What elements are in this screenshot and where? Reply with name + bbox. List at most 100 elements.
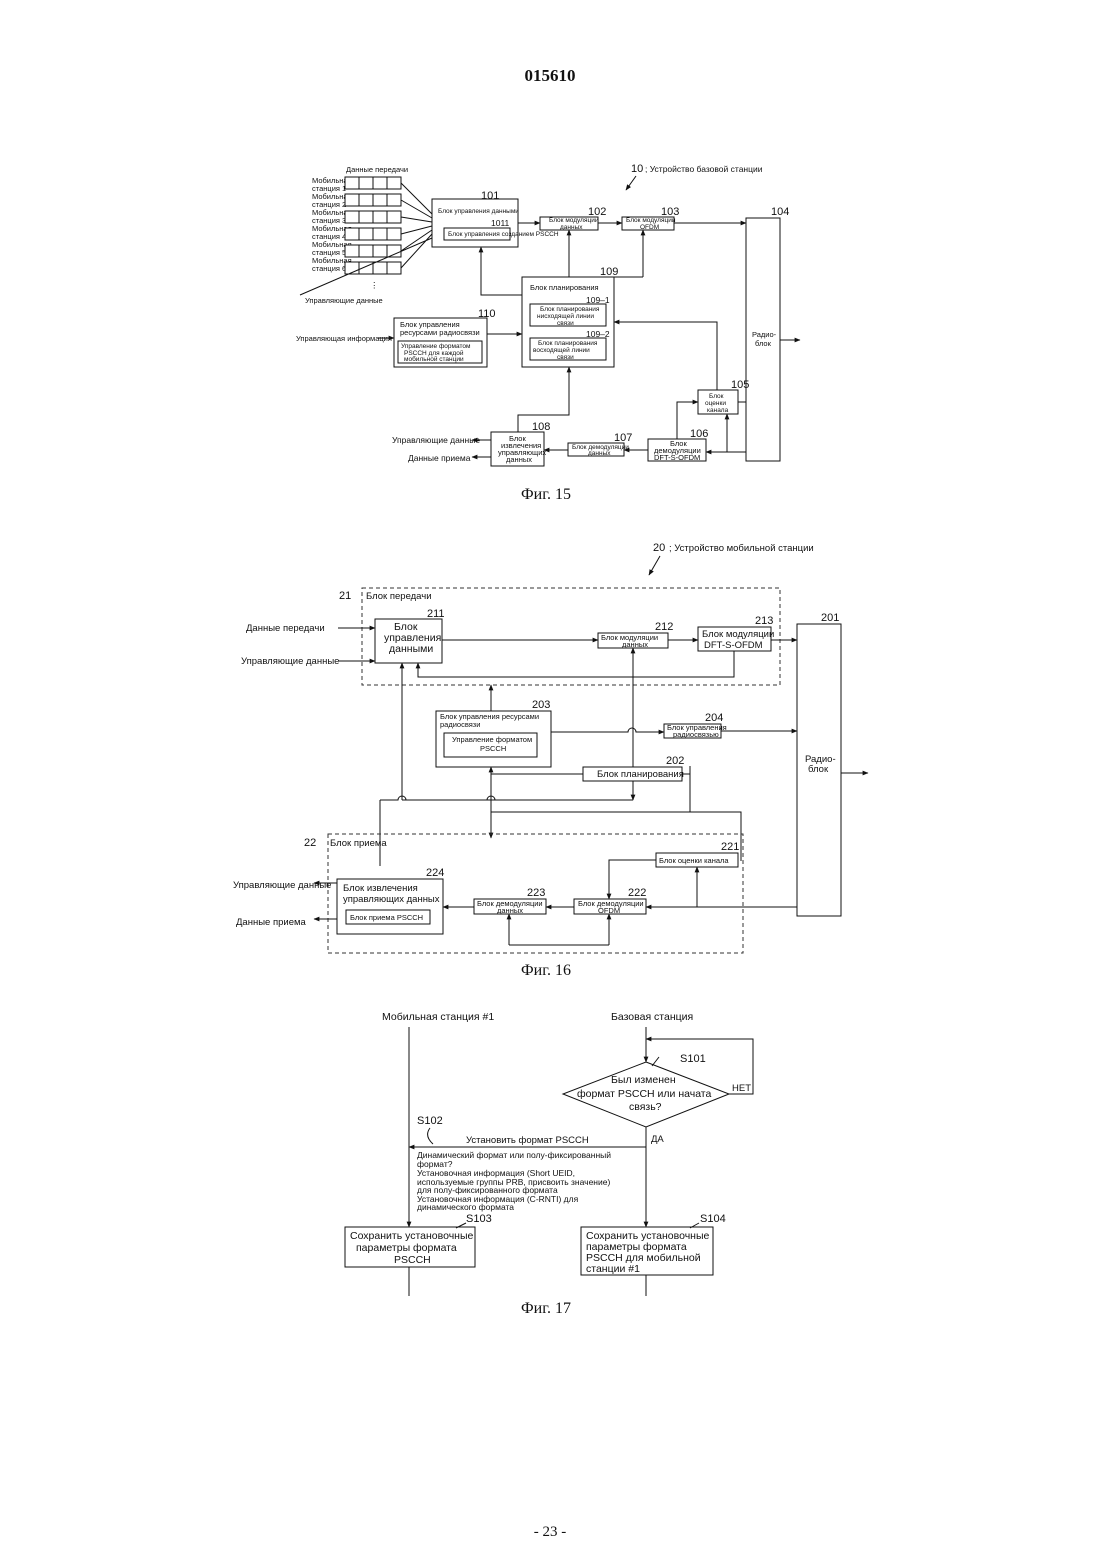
f15-ref-103: 103	[661, 206, 679, 218]
f15-block-104-l1: Радио-	[752, 330, 777, 339]
f16-b211-l3: данными	[389, 643, 433, 655]
f16-caption: Фиг. 16	[521, 962, 571, 979]
f17-mobile-label: Мобильная станция #1	[382, 1011, 494, 1023]
f16-in-ctrl-data: Управляющие данные	[241, 656, 339, 667]
f16-b224-inner: Блок приема PSCCH	[350, 913, 423, 922]
f15-b107-l2: данных	[588, 450, 611, 457]
f17-base-label: Базовая станция	[611, 1011, 693, 1023]
f15-ref-101: 101	[481, 190, 499, 202]
f15-b110-inner-l3: мобильной станции	[404, 355, 464, 363]
f16-b224-l2: управляющих данных	[343, 894, 440, 905]
f15-b109-1-l1: Блок планирования	[540, 306, 600, 313]
f15-ref-102: 102	[588, 206, 606, 218]
f16-in-tx-data: Данные передачи	[246, 623, 325, 634]
f15-ellipsis: ⋮	[370, 280, 379, 290]
f15-block-1011-label: Блок управления созданием PSCCH	[448, 231, 559, 238]
f16-b224-l1: Блок извлечения	[343, 883, 418, 894]
f15-b109-2-l3: связи	[557, 354, 574, 361]
f16-ref-211: 211	[427, 608, 445, 620]
f17-decision-l1: Был изменен	[611, 1074, 676, 1086]
f16-b221-label: Блок оценки канала	[659, 856, 729, 865]
f15-block-102-l2: данных	[560, 224, 583, 231]
f17-no-label: НЕТ	[732, 1083, 751, 1094]
f16-b203-inner-l1: Управление форматом	[452, 735, 532, 744]
f15-ref-110: 110	[478, 308, 496, 320]
f15-block-104-l2: блок	[755, 339, 772, 348]
f15-ref-107: 107	[614, 432, 632, 444]
f16-b212-l2: данных	[622, 640, 648, 649]
f16-b222-l2: OFDM	[598, 906, 620, 915]
f15-caption: Фиг. 15	[521, 486, 571, 503]
f15-buffers: ⋮	[345, 177, 401, 290]
f15-b110-inner-l1: Управление форматом	[401, 343, 471, 350]
f17-s104-l4: станции #1	[586, 1263, 640, 1275]
f16-out-rx: Данные приема	[236, 917, 307, 928]
f15-ref-104: 104	[771, 206, 789, 218]
f15-ref-109: 109	[600, 266, 618, 278]
f17-decision-l3: связь?	[629, 1101, 662, 1113]
f16-ref-212: 212	[655, 621, 673, 633]
f15-device-ref: 10	[631, 163, 643, 175]
f17-s101: S101	[680, 1053, 706, 1065]
f16-b203-inner-l2: PSCCH	[480, 744, 506, 753]
f15-device-label: ; Устройство базовой станции	[645, 164, 763, 174]
f15-block-109-label: Блок планирования	[530, 283, 599, 292]
f17-s103: S103	[466, 1213, 492, 1225]
figure-16: 20 ; Устройство мобильной станции 21 Бло…	[233, 542, 868, 979]
f16-ref-203: 203	[532, 699, 550, 711]
f15-b105-l2: оценки	[705, 400, 726, 407]
figure-17: Мобильная станция #1 Базовая станция Был…	[345, 1011, 753, 1317]
f16-tx-block-ref: 21	[339, 590, 351, 602]
f15-tx-data-label: Данные передачи	[346, 165, 408, 174]
f16-b203-l2: радиосвязи	[440, 720, 480, 729]
f16-ref-222: 222	[628, 887, 646, 899]
f17-s103-l3: PSCCH	[394, 1254, 431, 1266]
f15-b109-2-l2: восходящей линии	[533, 346, 590, 354]
f15-station-labels: Мобильная станция 1 Мобильная станция 2 …	[312, 176, 352, 273]
f17-caption: Фиг. 17	[521, 1300, 571, 1317]
f17-s103-l1: Сохранить установочные	[350, 1230, 474, 1242]
f15-out-control-label: Управляющие данные	[392, 435, 480, 445]
f15-block-103-l2: OFDM	[640, 224, 659, 231]
f15-ref-109-1: 109–1	[586, 295, 610, 305]
f16-rx-block-ref: 22	[304, 837, 316, 849]
f16-ref-224: 224	[426, 867, 444, 879]
f16-tx-block-label: Блок передачи	[366, 591, 432, 602]
f15-station-label: станция 6	[312, 264, 346, 273]
f17-s103-l2: параметры формата	[356, 1242, 457, 1254]
f15-b105-l1: Блок	[709, 393, 724, 400]
f17-msg-line: динамического формата	[417, 1202, 514, 1212]
f15-block-103-l1: Блок модуляции	[626, 217, 676, 224]
f16-b202-label: Блок планирования	[597, 769, 684, 780]
f16-ref-201: 201	[821, 612, 839, 624]
f17-decision-l2: формат PSCCH или начата	[577, 1088, 711, 1100]
f15-block-102-l1: Блок модуляции	[549, 217, 599, 224]
f15-out-rx-label: Данные приема	[408, 453, 471, 463]
f16-ref-221: 221	[721, 841, 739, 853]
f15-ref-1011: 1011	[491, 218, 510, 228]
f16-b213-l1: Блок модуляции	[702, 629, 774, 640]
f17-s102: S102	[417, 1115, 443, 1127]
f16-b201-l2: блок	[808, 764, 829, 775]
f15-control-info-label: Управляющая информация	[296, 334, 392, 343]
f16-out-ctrl: Управляющие данные	[233, 880, 331, 891]
f15-b108-l4: данных	[506, 455, 532, 464]
f16-ref-202: 202	[666, 755, 684, 767]
f16-device-label: ; Устройство мобильной станции	[669, 543, 814, 554]
f17-message: Динамический формат или полу-фиксированн…	[417, 1150, 611, 1212]
f16-ref-223: 223	[527, 887, 545, 899]
f15-b109-1-l2: нисходящей линии	[537, 312, 594, 320]
f16-device-ref: 20	[653, 542, 665, 554]
f17-set-format: Установить формат PSCCH	[466, 1135, 589, 1146]
figure-15: 10 ; Устройство базовой станции Данные п…	[296, 163, 800, 503]
f17-yes-label: ДА	[651, 1134, 664, 1145]
f15-b106-l3: DFT-S-OFDM	[654, 453, 700, 462]
f16-ref-204: 204	[705, 712, 723, 724]
f15-ref-105: 105	[731, 379, 749, 391]
f15-ref-106: 106	[690, 428, 708, 440]
f15-b109-1-l3: связи	[557, 320, 574, 327]
f15-ref-109-2: 109–2	[586, 329, 610, 339]
f15-b109-2-l1: Блок планирования	[538, 340, 598, 347]
f16-b223-l2: данных	[497, 906, 523, 915]
